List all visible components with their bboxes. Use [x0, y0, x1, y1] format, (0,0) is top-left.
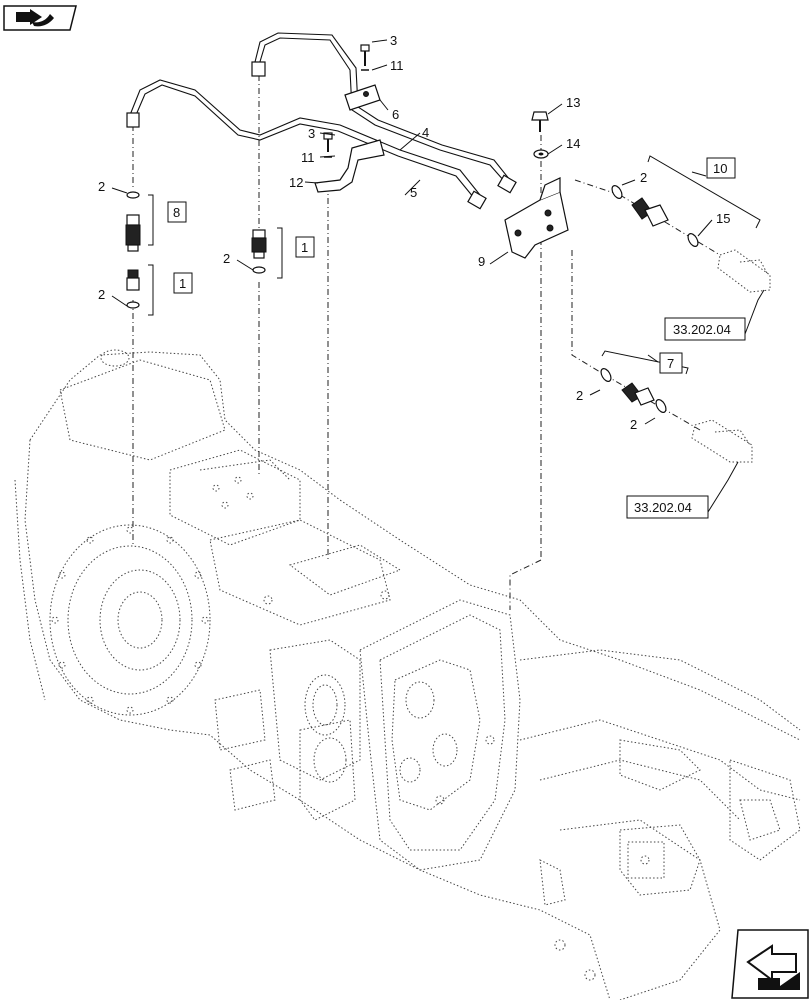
- callout-4: 4: [422, 125, 429, 140]
- seal-ring-2-bottom: [126, 301, 140, 309]
- callout-box-8: [167, 201, 187, 223]
- leader-lines: [111, 39, 765, 513]
- callout-box-10: [706, 157, 736, 179]
- callout-2-a: 2: [98, 179, 105, 194]
- ref-label-lower[interactable]: 33.202.04: [634, 500, 692, 515]
- callout-13: 13: [566, 95, 580, 110]
- pipe-nut-mid: [251, 61, 266, 77]
- callout-2-f: 2: [630, 417, 637, 432]
- washer-14: [533, 149, 549, 159]
- group-bracket-7: [601, 350, 689, 375]
- fitting-8: [125, 214, 141, 252]
- pipe-4: [253, 32, 511, 183]
- bracket-12: [314, 139, 385, 193]
- callout-10: 10: [713, 161, 727, 176]
- seal-ring-2-lower-right: [655, 399, 667, 413]
- seal-ring-2-top: [126, 191, 140, 199]
- callout-12: 12: [289, 175, 303, 190]
- callout-11-upper: 11: [390, 58, 404, 73]
- sensor-7: [621, 382, 655, 406]
- ref-label-upper[interactable]: 33.202.04: [673, 322, 731, 337]
- callout-15: 15: [716, 211, 730, 226]
- callout-box-1-mid: [295, 236, 315, 258]
- callout-2-b: 2: [98, 287, 105, 302]
- callout-2-d: 2: [640, 170, 647, 185]
- book-arrow-icon[interactable]: [3, 5, 77, 31]
- flange-bolts: [51, 526, 209, 714]
- callout-7: 7: [667, 356, 674, 371]
- callout-8: 8: [173, 205, 180, 220]
- alignment-lines: [132, 75, 721, 610]
- pipe-nut-left: [126, 112, 140, 128]
- ref-box-upper[interactable]: 33.202.04: [664, 317, 746, 341]
- ref-box-lower[interactable]: 33.202.04: [626, 495, 709, 519]
- seal-ring-2-upper-right: [611, 185, 623, 199]
- seal-ring-2-lower-left: [600, 368, 612, 382]
- bolt-13: [531, 111, 549, 132]
- fitting-1-mid: [251, 229, 267, 259]
- callout-14: 14: [566, 136, 580, 151]
- connector-upper: [717, 249, 771, 293]
- callout-1-mid: 1: [301, 240, 308, 255]
- callout-box-1-left: [173, 272, 193, 294]
- callouts: 3 11 6 4 3 11 12 5 13 14 9 2 8 1 2 2 1 1…: [98, 33, 736, 432]
- seal-ring-15: [687, 233, 699, 247]
- callout-5: 5: [410, 185, 417, 200]
- next-page-arrow-icon[interactable]: [731, 929, 809, 999]
- group-bracket-8: [148, 194, 154, 246]
- bolt-3-lower: [323, 132, 333, 158]
- callout-3-upper: 3: [390, 33, 397, 48]
- callout-2-c: 2: [223, 251, 230, 266]
- pipe-nut-right: [467, 174, 517, 210]
- callout-6: 6: [392, 107, 399, 122]
- fitting-1-left: [126, 269, 140, 291]
- sensor-10: [631, 197, 669, 227]
- group-bracket-10: [647, 155, 761, 229]
- callout-1-left: 1: [179, 276, 186, 291]
- callout-box-7: [659, 352, 683, 374]
- seal-ring-2-mid: [252, 266, 266, 274]
- group-bracket-1-mid: [277, 227, 283, 279]
- clamp-6: [344, 84, 381, 111]
- bolt-3-upper: [360, 44, 370, 71]
- bracket-9: [504, 177, 569, 259]
- pipe-5: [129, 79, 481, 199]
- callout-2-e: 2: [576, 388, 583, 403]
- transmission-housing: [14, 349, 801, 1000]
- group-bracket-1-left: [148, 264, 154, 316]
- connector-lower: [691, 419, 753, 463]
- callout-9: 9: [478, 254, 485, 269]
- callout-3-lower: 3: [308, 126, 315, 141]
- callout-11-lower: 11: [301, 150, 315, 165]
